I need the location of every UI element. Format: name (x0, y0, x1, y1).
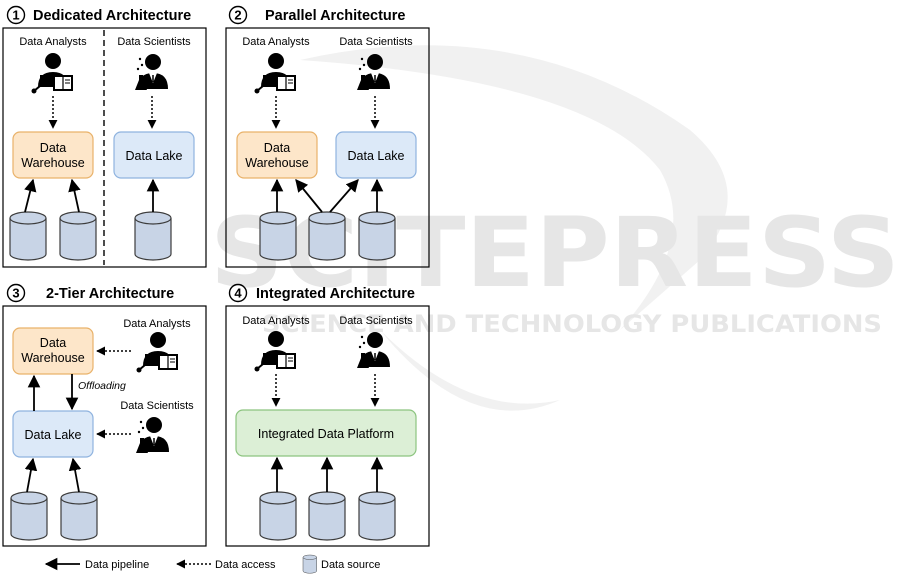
data-source-icon (60, 491, 98, 541)
actor-label-analysts: Data Analysts (242, 36, 310, 48)
data-source-icon (259, 491, 297, 541)
data-source-icon (9, 211, 47, 261)
panel-number-badge (6, 283, 26, 303)
actor-label-scientists: Data Scientists (339, 315, 413, 327)
panel-title: Parallel Architecture (265, 8, 406, 24)
data-lake-box (113, 131, 195, 179)
actor-label-analysts: Data Analysts (19, 36, 87, 48)
panel-title: Dedicated Architecture (33, 8, 191, 24)
box-label: Integrated Data Platform (258, 427, 394, 441)
panel-number: 1 (12, 8, 19, 23)
data-warehouse-box (12, 131, 94, 179)
watermark-swoosh (300, 45, 728, 330)
integrated-data-platform-box (235, 409, 417, 457)
box-label: Data Lake (126, 149, 183, 163)
actor-label-analysts: Data Analysts (123, 318, 191, 330)
analyst-icon (30, 52, 73, 95)
panel-number: 3 (12, 286, 19, 301)
box-label: Data Lake (348, 149, 405, 163)
actor-label-scientists: Data Scientists (117, 36, 191, 48)
pipeline-arrow (329, 179, 359, 213)
panel-frame (225, 27, 430, 268)
legend-pipeline-label: Data pipeline (85, 559, 149, 571)
panel-frame (2, 27, 207, 268)
actor-label-analysts: Data Analysts (242, 315, 310, 327)
panel-frame (2, 305, 207, 547)
watermark-sub: SCIENCE AND TECHNOLOGY PUBLICATIONS (262, 310, 882, 338)
scientist-icon (134, 53, 169, 91)
panel-parallel: 2 Parallel Architecture Data Analysts Da… (225, 5, 430, 268)
panel-title: 2-Tier Architecture (46, 286, 174, 302)
offloading-label: Offloading (78, 380, 126, 392)
analyst-icon (253, 52, 296, 95)
panel-number: 2 (234, 8, 241, 23)
pipeline-arrow (68, 178, 81, 213)
data-source-icon (10, 491, 48, 541)
data-lake-box (12, 410, 94, 458)
panel-number-badge (228, 5, 248, 25)
panel-number-badge (228, 283, 248, 303)
box-label: Data Lake (25, 428, 82, 442)
scientist-icon (135, 416, 170, 454)
data-source-icon (134, 211, 172, 261)
data-source-icon (308, 211, 346, 261)
pipeline-arrow (295, 179, 323, 213)
panel-number: 4 (234, 286, 242, 301)
panel-number-badge (6, 5, 26, 25)
pipeline-arrow (24, 178, 37, 213)
actor-label-scientists: Data Scientists (339, 36, 413, 48)
data-source-icon (59, 211, 97, 261)
panel-title: Integrated Architecture (256, 286, 415, 302)
data-source-icon (358, 491, 396, 541)
data-lake-box (335, 131, 417, 179)
panel-frame (225, 305, 430, 547)
legend-data-source-icon (302, 554, 317, 574)
pipeline-arrow (68, 457, 82, 493)
data-warehouse-box (236, 131, 318, 179)
actor-label-scientists: Data Scientists (120, 400, 194, 412)
legend-source-label: Data source (321, 559, 380, 571)
panel-integrated: 4 Integrated Architecture Data Analysts … (225, 283, 430, 547)
data-source-icon (259, 211, 297, 261)
legend-access-label: Data access (215, 559, 276, 571)
data-source-icon (358, 211, 396, 261)
data-source-icon (308, 491, 346, 541)
pipeline-arrow (24, 457, 38, 493)
analyst-icon (135, 331, 178, 374)
panel-dedicated: 1 Dedicated Architecture Data Analysts D… (2, 5, 207, 268)
legend: Data pipeline Data access Data source (44, 554, 380, 574)
data-warehouse-box (12, 327, 94, 375)
